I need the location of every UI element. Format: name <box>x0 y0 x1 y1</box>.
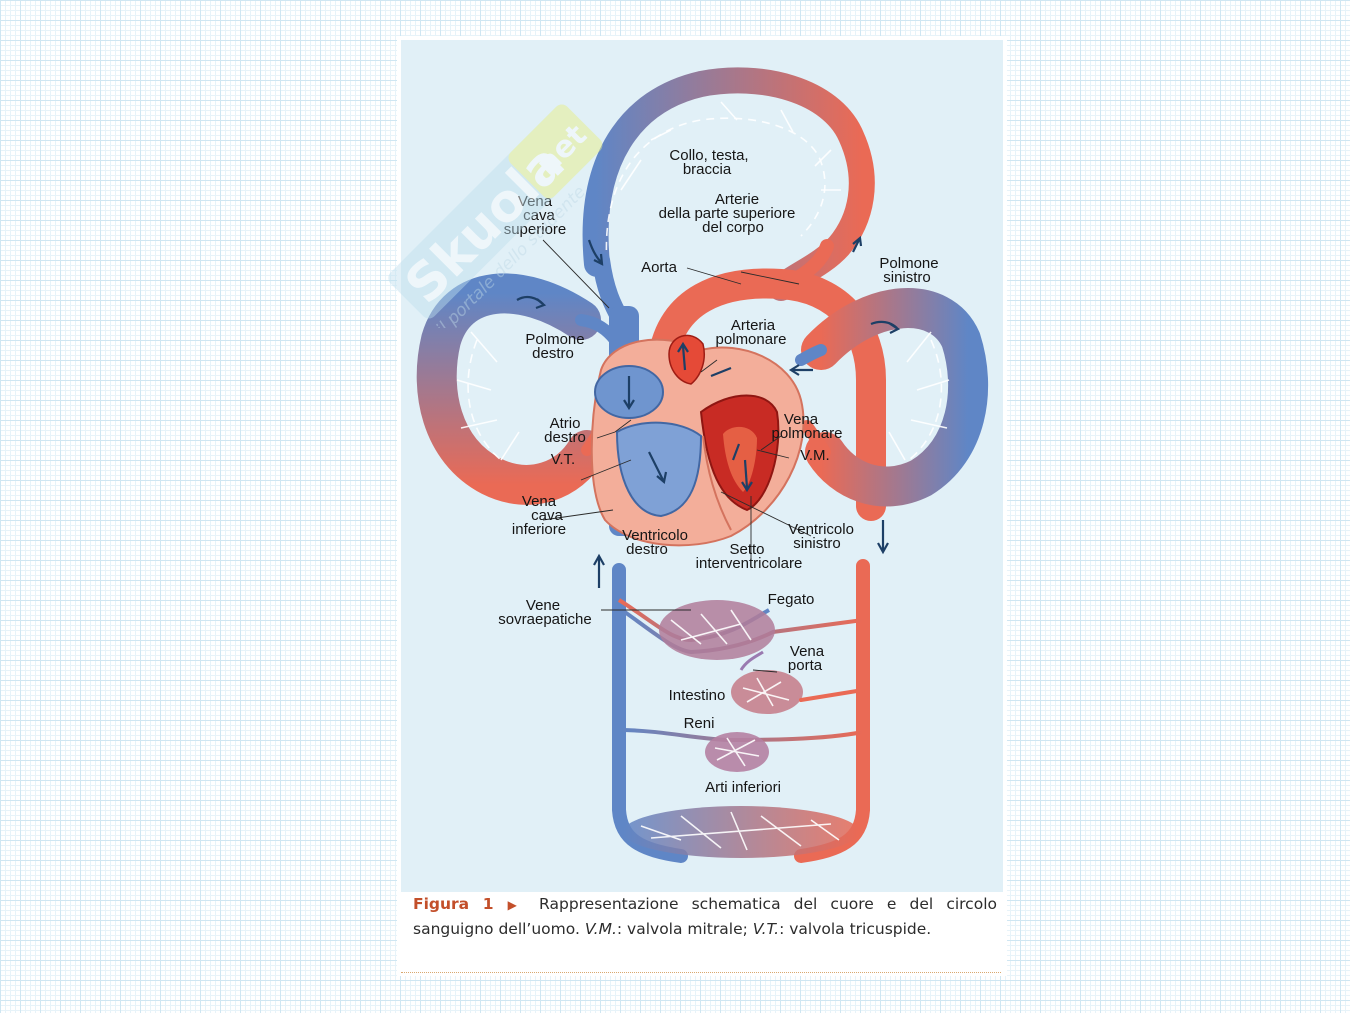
label-vena-cava-sup-line3: superiore <box>504 221 567 238</box>
caption-text-2: : valvola mitrale; <box>616 920 753 938</box>
label-polmone-sinistro-line2: sinistro <box>883 269 931 286</box>
label-vena-porta-line1: Vena <box>790 643 825 660</box>
figure-label: Figura 1 <box>413 895 494 913</box>
label-arterie-line2: della parte superiore <box>659 205 796 222</box>
label-setto-line2: interventricolare <box>696 555 803 572</box>
label-aorta: Aorta <box>641 259 678 276</box>
label-vene-sovraepatiche-line1: Vene <box>526 597 560 614</box>
diagram-panel: Collo, testa, braccia Arterie della part… <box>401 40 1003 892</box>
label-ventricolo-destro-line2: destro <box>626 541 668 558</box>
left-lung-capillaries <box>795 288 989 507</box>
heart <box>590 334 805 547</box>
label-atrio-destro-line2: destro <box>544 429 586 446</box>
upper-body-capillaries <box>582 67 875 301</box>
label-vena-polmonare-line1: Vena <box>784 411 819 428</box>
label-vene-sovraepatiche-line2: sovraepatiche <box>498 611 591 628</box>
circulation-diagram: Collo, testa, braccia Arterie della part… <box>416 67 989 863</box>
label-vt: V.T. <box>551 451 575 468</box>
caption-text-3: : valvola tricuspide. <box>779 920 932 938</box>
label-polmone-destro-line1: Polmone <box>525 331 584 348</box>
heart-flow-arrows <box>623 341 813 493</box>
label-fegato: Fegato <box>768 591 815 608</box>
label-reni: Reni <box>684 715 715 732</box>
label-vm: V.M. <box>800 447 829 464</box>
label-ventricolo-sinistro-line1: Ventricolo <box>788 521 854 538</box>
leader-lines <box>542 239 812 673</box>
circulation-arrows <box>516 235 901 588</box>
label-vena-cava-inf-line1: Vena <box>522 493 557 510</box>
figure: Collo, testa, braccia Arterie della part… <box>397 36 1007 976</box>
aortic-arch <box>648 239 886 521</box>
label-vena-cava-sup-line1: Vena <box>518 193 553 210</box>
label-atrio-destro-line1: Atrio <box>550 415 581 432</box>
caption-vt-abbr: V.T. <box>752 920 780 938</box>
label-vena-cava-sup-line2: cava <box>523 207 555 224</box>
label-arti-inferiori: Arti inferiori <box>705 779 781 796</box>
label-collo-line2: braccia <box>683 161 732 178</box>
label-polmone-destro-line2: destro <box>532 345 574 362</box>
label-vena-cava-inf-line3: inferiore <box>512 521 566 538</box>
label-arteria-polmonare-line2: polmonare <box>716 331 787 348</box>
label-collo-line1: Collo, testa, <box>669 147 748 164</box>
label-vena-porta-line2: porta <box>788 657 823 674</box>
label-arterie-line1: Arterie <box>715 191 759 208</box>
label-polmone-sinistro-line1: Polmone <box>879 255 938 272</box>
label-ventricolo-sinistro-line2: sinistro <box>793 535 841 552</box>
label-arteria-polmonare-line1: Arteria <box>731 317 776 334</box>
caption-vm-abbr: V.M. <box>584 920 617 938</box>
label-vena-polmonare-line2: polmonare <box>772 425 843 442</box>
label-setto-line1: Setto <box>729 541 764 558</box>
label-intestino: Intestino <box>669 687 726 704</box>
caption-divider <box>401 972 1001 973</box>
label-ventricolo-destro-line1: Ventricolo <box>622 527 688 544</box>
caption-text-1: Rappresentazione schematica del cuore e … <box>413 895 997 938</box>
figure-caption: Figura 1 ▶Rappresentazione schematica del… <box>413 892 997 941</box>
label-vena-cava-inf-line2: cava <box>531 507 563 524</box>
label-arterie-line3: del corpo <box>702 219 764 236</box>
lower-body-circulation <box>612 559 870 863</box>
right-lung-capillaries <box>416 273 621 505</box>
caption-marker-icon: ▶ <box>499 898 526 912</box>
